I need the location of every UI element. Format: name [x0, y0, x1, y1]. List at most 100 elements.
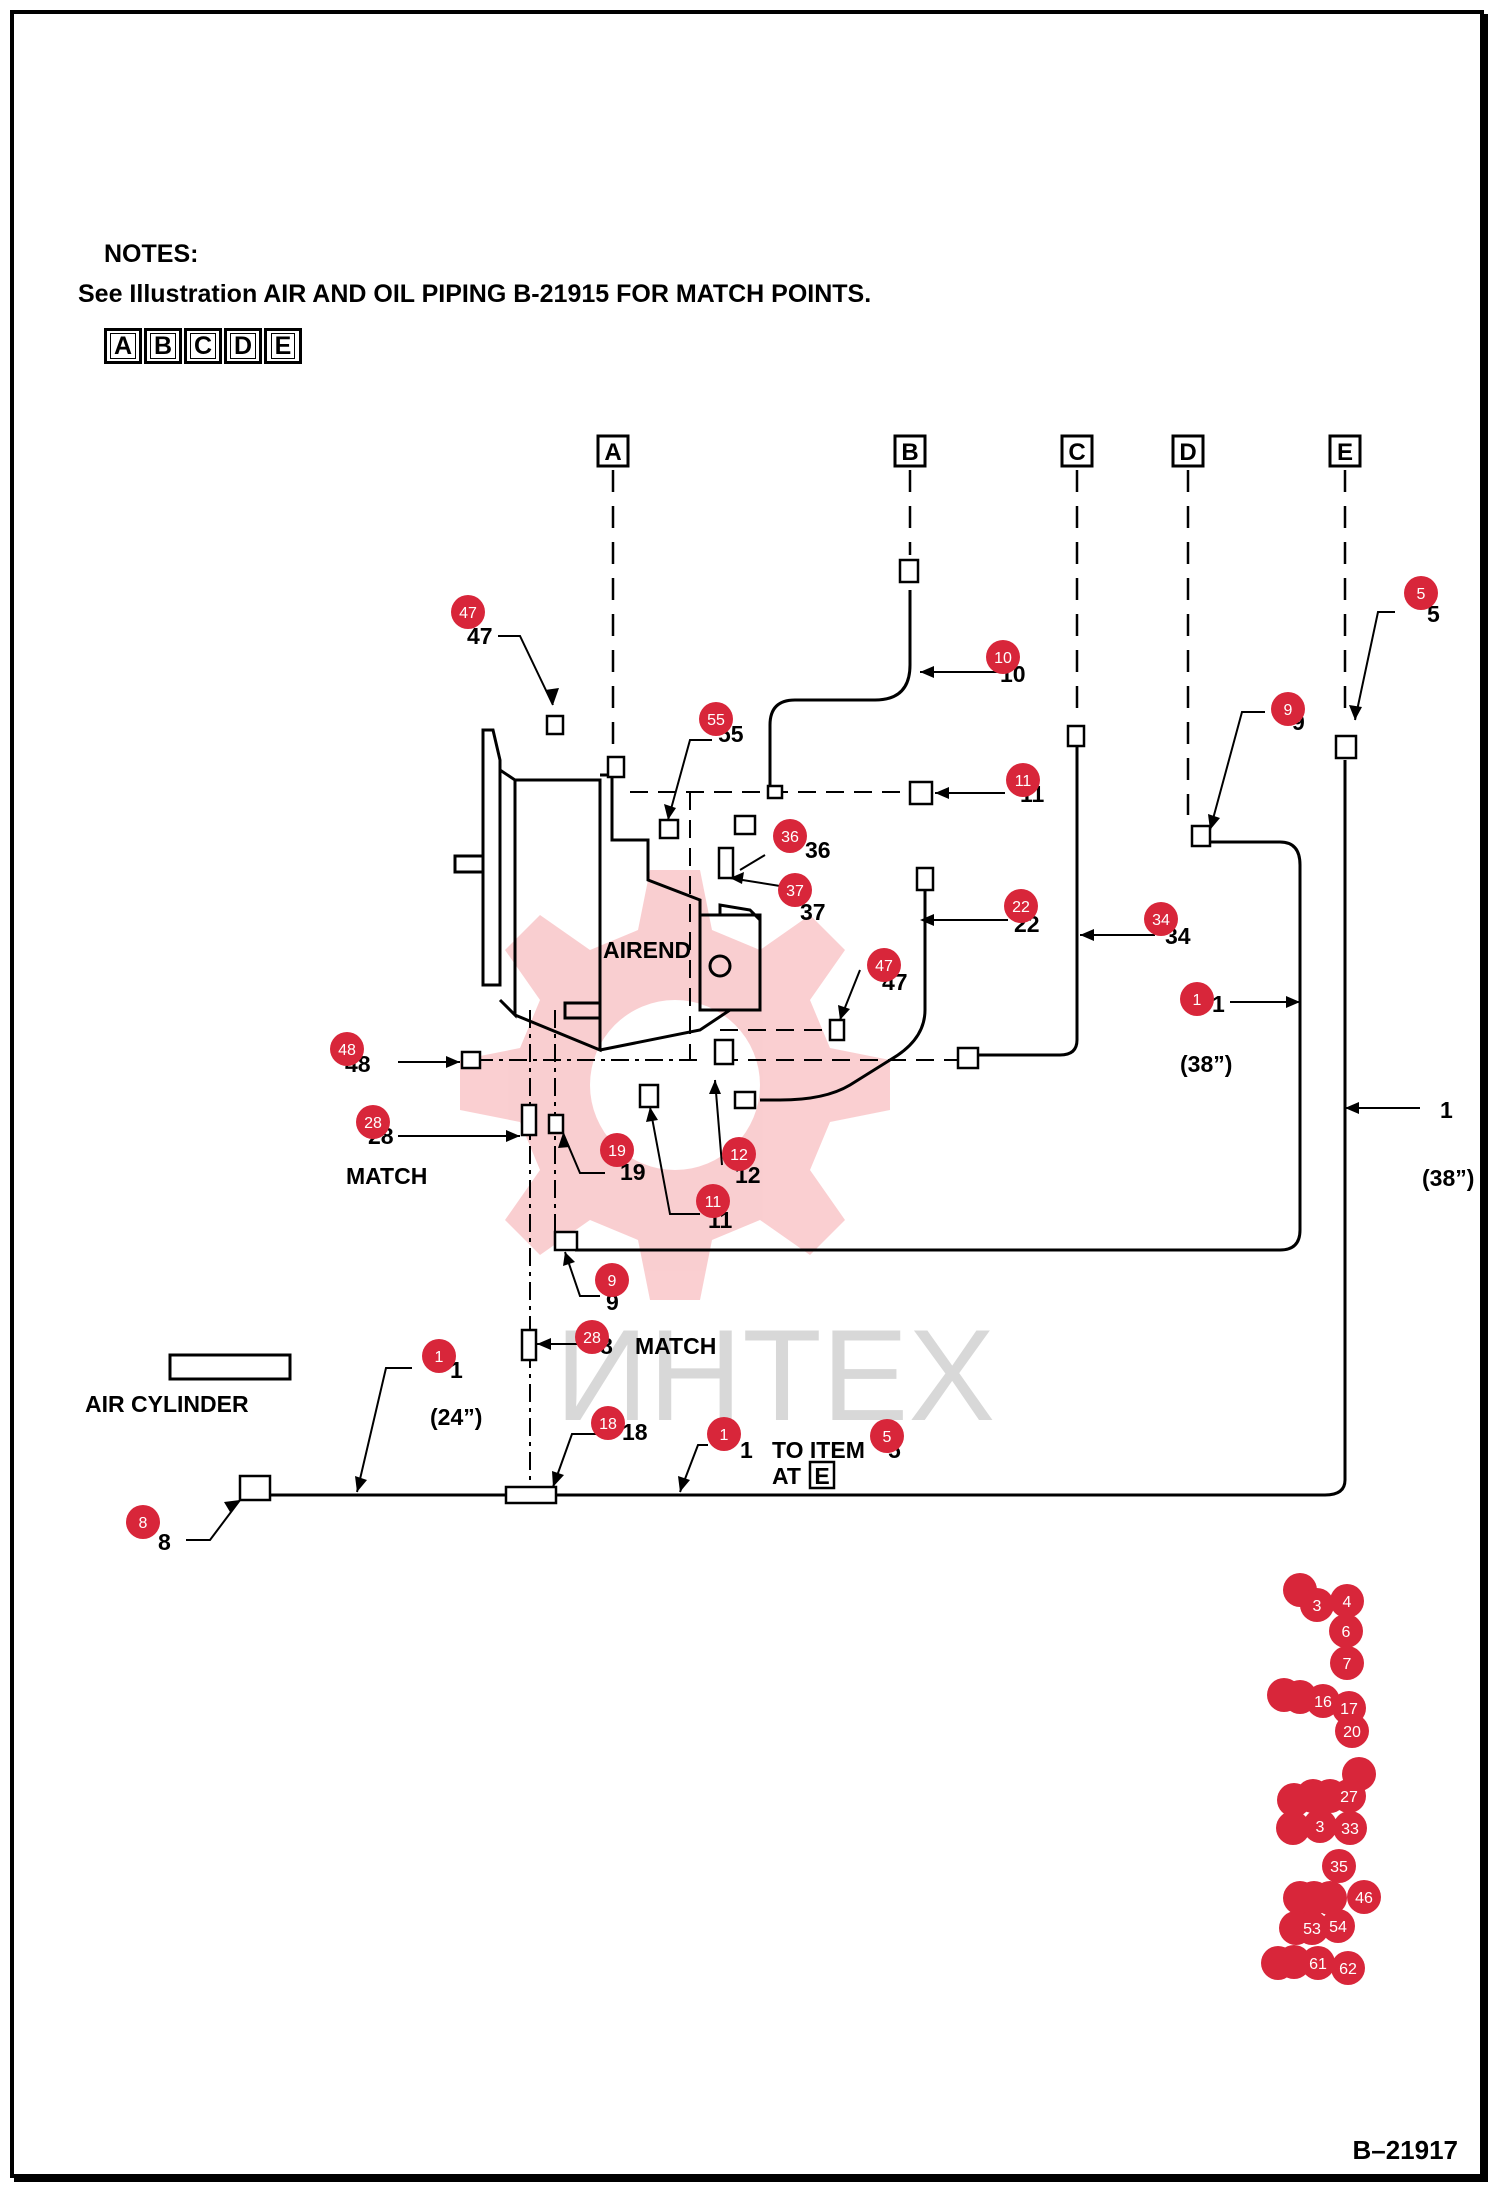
callout-48: 48 — [330, 1032, 364, 1066]
svg-text:53: 53 — [1303, 1921, 1321, 1938]
part-1-mid: 1 — [740, 1437, 753, 1463]
svg-text:61: 61 — [1309, 1956, 1327, 1973]
svg-text:E: E — [814, 1463, 829, 1489]
fitting-28-lower — [520, 1328, 538, 1362]
callout-8: 8 — [126, 1505, 160, 1539]
callout-markers: 47 5 10 55 9 11 36 37 22 34 1 47 48 28 1… — [126, 576, 1438, 1539]
cluster-54: 54 — [1321, 1909, 1355, 1943]
part-8: 8 — [158, 1529, 171, 1555]
svg-text:E: E — [1337, 439, 1353, 466]
callout-55: 55 — [699, 702, 733, 736]
svg-text:9: 9 — [1284, 702, 1293, 719]
svg-text:5: 5 — [1417, 586, 1426, 603]
svg-text:54: 54 — [1329, 1919, 1347, 1936]
fitting-55 — [658, 818, 680, 840]
callout-34: 34 — [1144, 902, 1178, 936]
callout-47-mid: 47 — [867, 948, 901, 982]
callout-22: 22 — [1004, 889, 1038, 923]
svg-text:20: 20 — [1343, 1724, 1361, 1741]
svg-text:34: 34 — [1152, 912, 1170, 929]
callout-37: 37 — [778, 873, 812, 907]
cluster-4: 4 — [1330, 1584, 1364, 1618]
fitting-top-port — [606, 755, 626, 779]
cluster-33: 33 — [1333, 1811, 1367, 1845]
svg-text:62: 62 — [1339, 1961, 1357, 1978]
cluster-62: 62 — [1331, 1951, 1365, 1985]
svg-text:4: 4 — [1343, 1594, 1352, 1611]
svg-text:37: 37 — [786, 883, 804, 900]
pipe-runs — [246, 590, 1347, 1497]
callout-cluster: 3 4 6 7 16 17 20 27 3 33 35 46 53 54 61 … — [1261, 1573, 1381, 1985]
fitting-11-lower — [638, 1083, 660, 1109]
svg-text:17: 17 — [1340, 1701, 1358, 1718]
callout-9-bottom: 9 — [595, 1263, 629, 1297]
watermark-text: ИНТЕХ — [555, 1302, 995, 1448]
svg-text:11: 11 — [705, 1194, 722, 1211]
callout-5-to-item: 5 — [870, 1419, 904, 1453]
svg-text:6: 6 — [1342, 1624, 1351, 1641]
callout-12: 12 — [722, 1137, 756, 1171]
match-leaders — [611, 470, 1347, 815]
svg-text:18: 18 — [599, 1416, 617, 1433]
air-cylinder-symbol — [168, 1353, 292, 1381]
svg-text:19: 19 — [608, 1143, 626, 1160]
cluster-7: 7 — [1330, 1646, 1364, 1680]
fitting-47-top — [545, 714, 565, 736]
svg-text:5: 5 — [883, 1429, 892, 1446]
svg-text:12: 12 — [730, 1147, 748, 1164]
elbow-8 — [238, 1474, 272, 1502]
airend-label: AIREND — [603, 937, 691, 963]
svg-text:33: 33 — [1341, 1821, 1359, 1838]
match-point-b: B — [893, 434, 927, 468]
drawing-frame — [10, 10, 1484, 2178]
cluster-61: 61 — [1301, 1946, 1335, 1980]
cluster-46: 46 — [1347, 1880, 1381, 1914]
svg-text:48: 48 — [338, 1042, 356, 1059]
fitting-e — [1334, 734, 1358, 760]
fitting-47-mid — [828, 1018, 846, 1042]
svg-text:16: 16 — [1314, 1694, 1332, 1711]
svg-text:A: A — [604, 439, 621, 466]
length-38-inner: (38”) — [1180, 1051, 1232, 1077]
svg-text:36: 36 — [781, 829, 799, 846]
cluster-20: 20 — [1335, 1714, 1369, 1748]
match-label-left: MATCH — [346, 1163, 427, 1189]
notes-title: NOTES: — [104, 240, 199, 268]
fitting-b-end — [766, 784, 784, 800]
fitting-37 — [717, 846, 735, 880]
callout-9-top: 9 — [1271, 692, 1305, 726]
callout-5: 5 — [1404, 576, 1438, 610]
length-38-outer: (38”) — [1422, 1165, 1474, 1191]
drawing-number: B–21917 — [1352, 2135, 1458, 2165]
fitting-b — [898, 558, 920, 584]
match-point-a: A — [596, 434, 630, 468]
part-1-inner: 1 — [1212, 991, 1225, 1017]
part-36: 36 — [805, 837, 831, 863]
cluster-6: 6 — [1329, 1614, 1363, 1648]
fitting-22 — [915, 866, 935, 892]
fitting-48 — [460, 1050, 482, 1070]
match-point-d: D — [1171, 434, 1205, 468]
fitting-28-upper — [520, 1103, 538, 1137]
tee-11-top — [908, 780, 934, 806]
svg-text:28: 28 — [583, 1330, 601, 1347]
callout-47-top: 47 — [451, 595, 485, 629]
callout-1-left: 1 — [422, 1339, 456, 1373]
part-1-outer: 1 — [1440, 1097, 1453, 1123]
to-item-label: TO ITEM — [772, 1437, 865, 1463]
callout-19: 19 — [600, 1133, 634, 1167]
cluster-16: 16 — [1306, 1684, 1340, 1718]
to-item-match-box: E — [808, 1460, 836, 1490]
match-key-c: C — [184, 328, 222, 364]
svg-text:35: 35 — [1330, 1859, 1348, 1876]
elbow-9-lower — [553, 1230, 579, 1252]
callout-11-top: 11 — [1006, 763, 1040, 797]
match-label-lower: MATCH — [635, 1333, 716, 1359]
match-key-a: A — [104, 328, 142, 364]
svg-text:46: 46 — [1355, 1890, 1373, 1907]
svg-text:47: 47 — [875, 958, 893, 975]
length-24: (24”) — [430, 1404, 482, 1430]
cluster-35: 35 — [1322, 1849, 1356, 1883]
callout-18: 18 — [591, 1406, 625, 1440]
